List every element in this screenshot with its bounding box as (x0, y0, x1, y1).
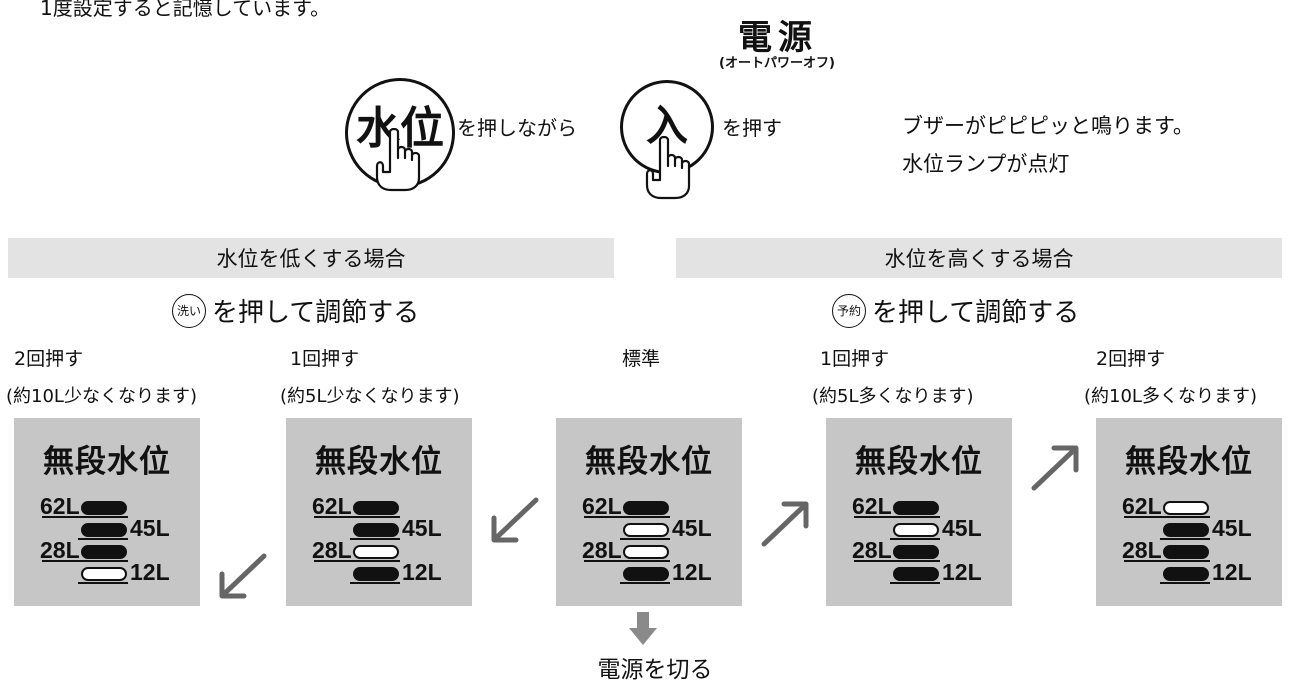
wash-button[interactable]: 洗い (172, 293, 206, 328)
pointing-hand-icon (645, 136, 691, 200)
level-lamp (893, 545, 939, 559)
lower-adjust-instruction: 洗い を押して調節する (172, 292, 419, 329)
level-label: 12L (402, 559, 442, 585)
level-lamp (893, 567, 939, 581)
panel-title: 無段水位 (855, 444, 983, 480)
level-lamp (1163, 523, 1209, 537)
water-level-button[interactable]: 水位 (345, 78, 455, 188)
level-label: 45L (672, 515, 712, 541)
level-lamp (893, 523, 939, 537)
level-lamp (81, 545, 127, 559)
lower-level-header: 水位を低くする場合 (8, 238, 614, 278)
level-indicator: 62L 45L 28L 12L (582, 493, 712, 585)
level-label: 62L (852, 493, 892, 519)
level-label: 45L (1212, 515, 1252, 541)
water-level-panel: 無段水位 62L 45L 28L 12L (286, 418, 472, 606)
level-lamp (353, 545, 399, 559)
higher-adjust-instruction: 予約 を押して調節する (832, 292, 1079, 329)
level-label: 28L (852, 537, 892, 563)
panel-title: 無段水位 (315, 444, 443, 480)
higher-level-header: 水位を高くする場合 (676, 238, 1282, 278)
water-level-panel: 無段水位 62L 45L 28L 12L (826, 418, 1012, 606)
higher-level-header-text: 水位を高くする場合 (884, 247, 1074, 271)
water-level-panel: 無段水位 62L 45L 28L 12L (556, 418, 742, 606)
buzzer-text: ブザーがピピピッと鳴ります。 (902, 114, 1194, 138)
level-label: 12L (672, 559, 712, 585)
down-arrow-icon (629, 612, 657, 645)
water-level-button-label: 水位 (356, 103, 444, 154)
diagonal-arrow-icon (1031, 445, 1079, 491)
level-label: 62L (40, 493, 80, 519)
power-button-label: 電源 (738, 18, 818, 58)
top-note: 1度設定すると記憶しています。 (40, 0, 331, 20)
level-label: 28L (582, 537, 622, 563)
level-label: 45L (402, 515, 442, 541)
level-lamp (1163, 567, 1209, 581)
step-label: 2回押す (14, 348, 84, 370)
panel-title: 無段水位 (1125, 444, 1253, 480)
level-label: 62L (312, 493, 352, 519)
power-off-text: 電源を切る (597, 657, 713, 683)
level-lamp (353, 501, 399, 515)
step-note: (約10L多くなります) (1084, 386, 1257, 407)
level-indicator: 62L 45L 28L 12L (1122, 493, 1252, 585)
level-lamp (81, 523, 127, 537)
level-lamp (623, 567, 669, 581)
level-indicator: 62L 45L 28L 12L (312, 493, 442, 585)
diagonal-arrow-icon (761, 501, 809, 547)
level-lamp (81, 501, 127, 515)
water-level-panel: 無段水位 62L 45L 28L 12L (14, 418, 200, 606)
diagonal-arrow-icon (219, 553, 267, 599)
higher-adjust-text: を押して調節する (872, 298, 1080, 328)
level-label: 12L (130, 559, 170, 585)
lower-adjust-text: を押して調節する (212, 298, 420, 328)
level-label: 62L (582, 493, 622, 519)
panel-title: 無段水位 (43, 444, 171, 480)
step-note: (約10L少なくなります) (6, 386, 197, 407)
level-label: 12L (1212, 559, 1252, 585)
step-note: (約5L多くなります) (812, 386, 974, 407)
level-label: 28L (312, 537, 352, 563)
level-label: 28L (1122, 537, 1162, 563)
level-lamp (893, 501, 939, 515)
step-label: 1回押す (290, 348, 360, 370)
level-label: 45L (130, 515, 170, 541)
step-label: 標準 (622, 348, 661, 370)
level-label: 45L (942, 515, 982, 541)
level-lamp (623, 523, 669, 537)
level-lamp (1163, 545, 1209, 559)
level-indicator: 62L 45L 28L 12L (852, 493, 982, 585)
diagonal-arrow-icon (491, 497, 539, 543)
level-indicator: 62L 45L 28L 12L (40, 493, 170, 585)
level-label: 28L (40, 537, 80, 563)
press-text: を押す (722, 116, 782, 140)
step-label: 2回押す (1096, 348, 1166, 370)
level-lamp (353, 523, 399, 537)
step-note: (約5L少なくなります) (280, 386, 460, 407)
water-level-panel: 無段水位 62L 45L 28L 12L (1096, 418, 1282, 606)
timer-button[interactable]: 予約 (832, 293, 866, 328)
level-lamp (623, 501, 669, 515)
level-lamp (81, 567, 127, 581)
panel-title: 無段水位 (585, 444, 713, 480)
press-while-text: を押しながら (457, 116, 577, 140)
level-lamp (623, 545, 669, 559)
level-lamp (353, 567, 399, 581)
level-label: 62L (1122, 493, 1162, 519)
pointing-hand-icon (375, 128, 421, 192)
lamp-text: 水位ランプが点灯 (902, 152, 1070, 176)
step-label: 1回押す (820, 348, 890, 370)
level-label: 12L (942, 559, 982, 585)
power-button-sublabel: (オートパワーオフ) (719, 56, 835, 71)
level-lamp (1163, 501, 1209, 515)
lower-level-header-text: 水位を低くする場合 (216, 247, 406, 271)
